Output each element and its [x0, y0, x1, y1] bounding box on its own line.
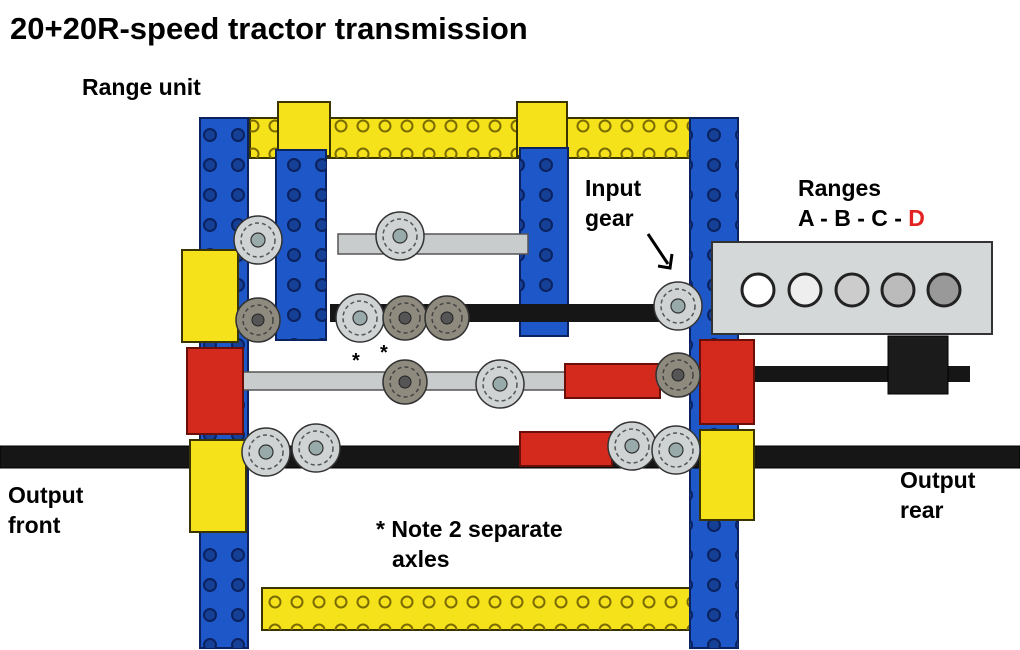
yellow-connector-left-upper	[181, 249, 239, 343]
beam-hole-icon	[834, 272, 870, 308]
gear-icon	[382, 295, 428, 341]
gear-icon	[235, 297, 281, 343]
rear-link	[887, 335, 949, 395]
note-line1: * Note 2 separate	[376, 516, 563, 542]
ranges-sequence: A - B - C - D	[798, 203, 925, 233]
output-axle	[0, 445, 1020, 469]
gear-icon	[375, 211, 425, 261]
star-marker-left: *	[352, 350, 360, 372]
output-rear-line2: rear	[900, 497, 944, 523]
output-front-line2: front	[8, 512, 61, 538]
gear-icon	[655, 352, 701, 398]
bottom-yellow-beam	[261, 587, 693, 631]
range-selector-beam	[711, 241, 993, 335]
yellow-connector-left-lower	[189, 439, 247, 533]
output-rear-line1: Output	[900, 467, 976, 493]
gear-icon	[424, 295, 470, 341]
red-clutch-lower	[519, 431, 613, 467]
red-connector-left	[186, 347, 244, 435]
star-marker-right: *	[380, 342, 388, 364]
gear-icon	[607, 421, 657, 471]
blue-beam-inner-left	[275, 149, 327, 341]
ranges-label-line1: Ranges	[798, 175, 882, 201]
arrow-icon	[646, 233, 674, 270]
output-front-label: Output front	[8, 480, 83, 540]
note-line2: axles	[392, 546, 450, 572]
input-gear-label-line1: Input	[585, 175, 642, 201]
beam-hole-icon	[740, 272, 776, 308]
gear-icon	[291, 423, 341, 473]
gear-icon	[653, 281, 703, 331]
ranges-label: Ranges A - B - C - D	[798, 173, 925, 233]
gear-icon	[382, 359, 428, 405]
ranges-highlight: D	[908, 205, 925, 231]
gear-icon	[475, 359, 525, 409]
top-yellow-bracket-left	[277, 101, 331, 157]
gear-icon	[233, 215, 283, 265]
beam-hole-icon	[880, 272, 916, 308]
output-front-line1: Output	[8, 482, 84, 508]
input-gear-label: Input gear	[585, 173, 641, 233]
input-gear-label-line2: gear	[585, 205, 634, 231]
range-unit-label: Range unit	[82, 74, 201, 100]
page-title: 20+20R-speed tractor transmission	[10, 11, 528, 46]
upper-gray-axle	[337, 233, 529, 255]
note-label: * Note 2 separate axles	[376, 514, 563, 574]
yellow-connector-right-lower	[699, 429, 755, 521]
beam-hole-icon	[787, 272, 823, 308]
gear-icon	[651, 425, 701, 475]
red-clutch-upper	[564, 363, 661, 399]
beam-hole-icon	[926, 272, 962, 308]
ranges-sequence-text: A - B - C -	[798, 205, 909, 231]
output-rear-label: Output rear	[900, 465, 975, 525]
gear-icon	[335, 293, 385, 343]
red-connector-right	[699, 339, 755, 425]
gear-icon	[241, 427, 291, 477]
